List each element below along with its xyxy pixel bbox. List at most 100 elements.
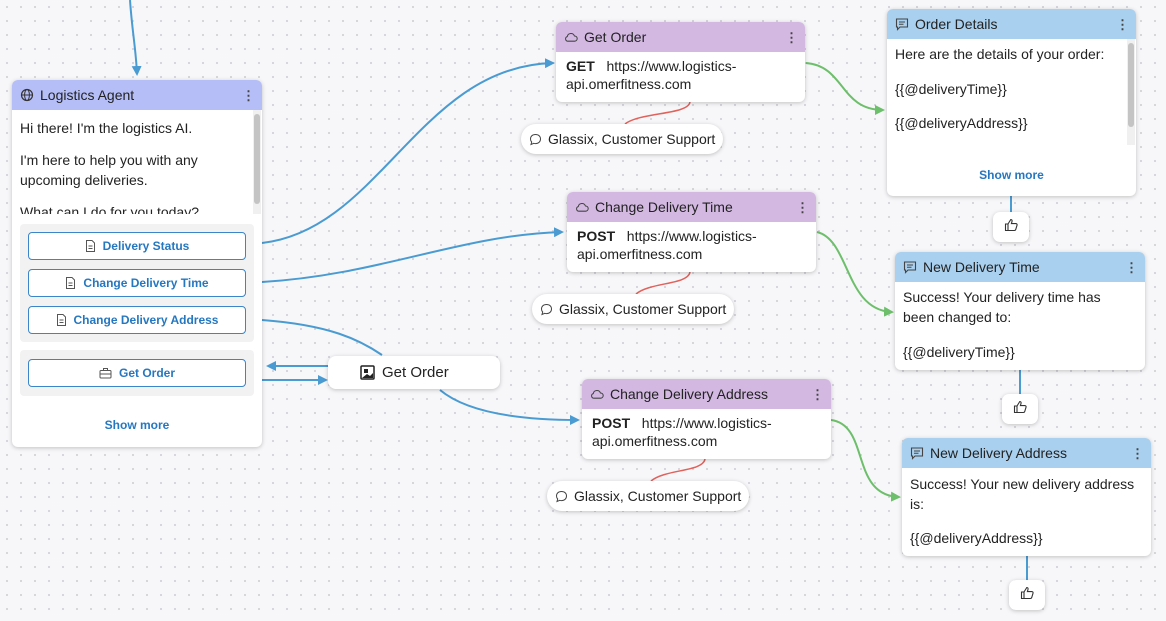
document-icon <box>65 277 76 289</box>
api-node-change-delivery-time[interactable]: Change Delivery Time ⋮ POST https://www.… <box>567 192 816 272</box>
agent-header[interactable]: Logistics Agent ⋮ <box>12 80 262 110</box>
kebab-menu-icon[interactable]: ⋮ <box>796 199 809 215</box>
chat-bubble-icon <box>529 133 542 146</box>
message-title: Order Details <box>915 16 998 32</box>
agent-intro: I'm here to help you with any upcoming d… <box>20 152 198 188</box>
agent-greeting: Hi there! I'm the logistics AI. <box>20 120 193 136</box>
api-node-get-order[interactable]: Get Order ⋮ GET https://www.logistics- a… <box>556 22 805 102</box>
wire-error-3 <box>650 458 706 482</box>
tag-label: Glassix, Customer Support <box>559 301 727 317</box>
message-line: Success! Your delivery time has <box>903 289 1101 305</box>
api-url-line2: api.omerfitness.com <box>577 246 703 262</box>
tag-pill-1[interactable]: Glassix, Customer Support <box>521 124 724 154</box>
tag-pill-3[interactable]: Glassix, Customer Support <box>547 481 750 511</box>
globe-icon <box>20 88 34 102</box>
agent-message: Hi there! I'm the logistics AI. I'm here… <box>12 110 262 214</box>
message-line: been changed to: <box>903 309 1012 325</box>
api-url-line2: api.omerfitness.com <box>592 433 718 449</box>
delivery-status-label: Delivery Status <box>102 239 190 253</box>
kebab-menu-icon[interactable]: ⋮ <box>1131 445 1144 461</box>
chat-bubble-icon <box>540 303 553 316</box>
kebab-menu-icon[interactable]: ⋮ <box>242 87 255 103</box>
delivery-status-button[interactable]: Delivery Status <box>28 232 246 260</box>
message-content: Success! Your delivery time has been cha… <box>895 282 1145 367</box>
message-title: New Delivery Time <box>923 259 1040 275</box>
change-delivery-address-button[interactable]: Change Delivery Address <box>28 306 246 334</box>
api-url-line1: https://www.logistics- <box>606 58 737 74</box>
message-header[interactable]: Order Details ⋮ <box>887 9 1136 39</box>
wire-incoming <box>129 0 142 76</box>
tag-label: Glassix, Customer Support <box>548 131 716 147</box>
cloud-icon <box>564 30 578 44</box>
api-header[interactable]: Get Order ⋮ <box>556 22 805 52</box>
get-order-pill-label: Get Order <box>382 364 449 381</box>
wire-delivery-status <box>261 58 555 244</box>
get-order-action-button[interactable]: Get Order <box>28 359 246 387</box>
document-icon <box>85 240 96 252</box>
kebab-menu-icon[interactable]: ⋮ <box>1116 16 1129 32</box>
wire-getorder-success <box>805 62 885 115</box>
message-variable: {{@deliveryTime}} <box>895 81 1007 97</box>
message-line: is: <box>910 496 924 512</box>
change-delivery-time-label: Change Delivery Time <box>83 276 209 290</box>
message-node-new-delivery-address[interactable]: New Delivery Address ⋮ Success! Your new… <box>902 438 1151 556</box>
agent-question: What can I do for you today? <box>20 204 199 214</box>
api-url-line1: https://www.logistics- <box>626 228 757 244</box>
wire-changeaddress-success <box>830 419 901 502</box>
api-header[interactable]: Change Delivery Address ⋮ <box>582 379 831 409</box>
thumbs-up-icon <box>1004 218 1019 237</box>
api-title: Change Delivery Address <box>610 386 768 402</box>
message-header[interactable]: New Delivery Address ⋮ <box>902 438 1151 468</box>
change-delivery-address-label: Change Delivery Address <box>73 313 219 327</box>
scrollbar[interactable] <box>1127 39 1135 145</box>
thumbs-up-icon <box>1013 400 1028 419</box>
wire-change-time <box>261 227 564 283</box>
message-title: New Delivery Address <box>930 445 1067 461</box>
wire-pill-to-address <box>439 389 580 425</box>
agent-title: Logistics Agent <box>40 87 135 103</box>
api-request: POST https://www.logistics- api.omerfitn… <box>582 409 831 455</box>
message-content: Success! Your new delivery address is: {… <box>902 468 1151 554</box>
message-header[interactable]: New Delivery Time ⋮ <box>895 252 1145 282</box>
message-node-new-delivery-time[interactable]: New Delivery Time ⋮ Success! Your delive… <box>895 252 1145 370</box>
cloud-icon <box>575 200 589 214</box>
logistics-agent-node[interactable]: Logistics Agent ⋮ Hi there! I'm the logi… <box>12 80 262 447</box>
api-header[interactable]: Change Delivery Time ⋮ <box>567 192 816 222</box>
kebab-menu-icon[interactable]: ⋮ <box>811 386 824 402</box>
feedback-button-2[interactable] <box>1002 394 1038 424</box>
wire-error-2 <box>635 271 691 295</box>
get-order-pill[interactable]: Get Order <box>328 356 500 389</box>
cloud-icon <box>590 387 604 401</box>
message-icon <box>910 446 924 460</box>
api-title: Change Delivery Time <box>595 199 733 215</box>
kebab-menu-icon[interactable]: ⋮ <box>1125 259 1138 275</box>
tag-pill-2[interactable]: Glassix, Customer Support <box>532 294 735 324</box>
document-icon <box>56 314 67 326</box>
chat-bubble-icon <box>555 490 568 503</box>
feedback-button-3[interactable] <box>1009 580 1045 610</box>
api-node-change-delivery-address[interactable]: Change Delivery Address ⋮ POST https://w… <box>582 379 831 459</box>
feedback-button-1[interactable] <box>993 212 1029 242</box>
wire-changetime-success <box>816 231 894 317</box>
message-icon <box>903 260 917 274</box>
message-variable: {{@deliveryAddress}} <box>910 530 1043 546</box>
message-line: Success! Your new delivery address <box>910 476 1135 492</box>
message-node-order-details[interactable]: Order Details ⋮ Here are the details of … <box>887 9 1136 196</box>
api-request: POST https://www.logistics- api.omerfitn… <box>567 222 816 268</box>
api-url-line2: api.omerfitness.com <box>566 76 692 92</box>
wire-error-1 <box>624 101 691 125</box>
message-show-more[interactable]: Show more <box>979 168 1044 182</box>
scrollbar[interactable] <box>253 110 261 214</box>
kebab-menu-icon[interactable]: ⋮ <box>785 29 798 45</box>
api-method: POST <box>592 415 631 431</box>
thumbs-up-icon <box>1020 586 1035 605</box>
change-delivery-time-button[interactable]: Change Delivery Time <box>28 269 246 297</box>
agent-show-more[interactable]: Show more <box>104 418 170 432</box>
api-url-line1: https://www.logistics- <box>641 415 772 431</box>
message-content: Here are the details of your order: {{@d… <box>887 39 1136 145</box>
message-variable: {{@deliveryAddress}} <box>895 115 1028 131</box>
briefcase-icon <box>99 367 112 379</box>
api-request: GET https://www.logistics- api.omerfitne… <box>556 52 805 98</box>
api-title: Get Order <box>584 29 647 45</box>
